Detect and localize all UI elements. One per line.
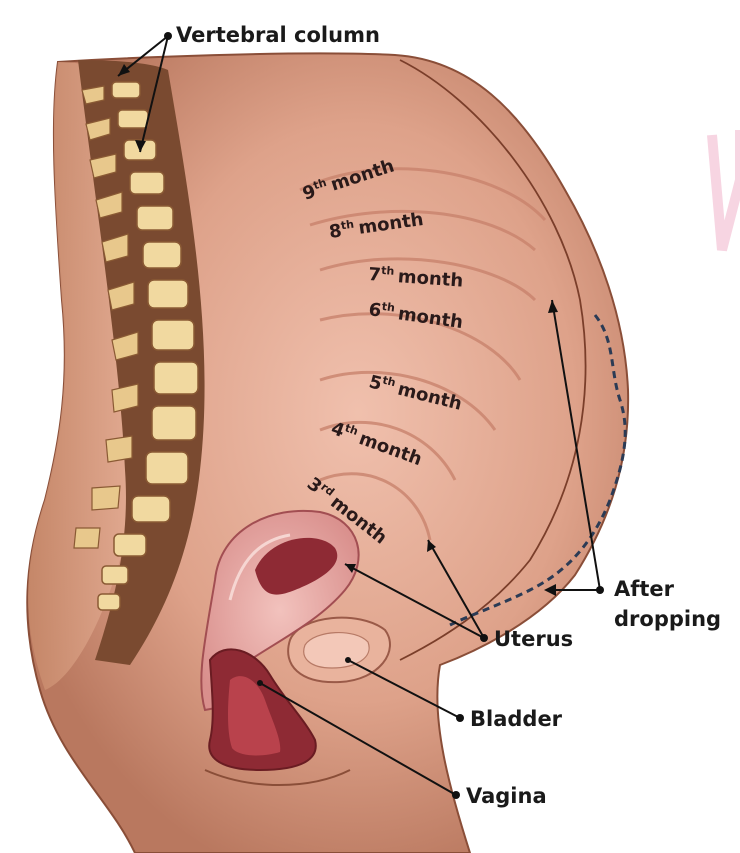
label-vertebral-column: Vertebral column (176, 23, 380, 47)
label-after-dropping-line2: dropping (614, 607, 721, 631)
label-bladder: Bladder (470, 707, 563, 731)
label-uterus: Uterus (494, 627, 573, 651)
label-after-dropping-line1: After (614, 577, 675, 601)
watermark-shape (712, 130, 740, 250)
label-vagina: Vagina (466, 784, 547, 808)
